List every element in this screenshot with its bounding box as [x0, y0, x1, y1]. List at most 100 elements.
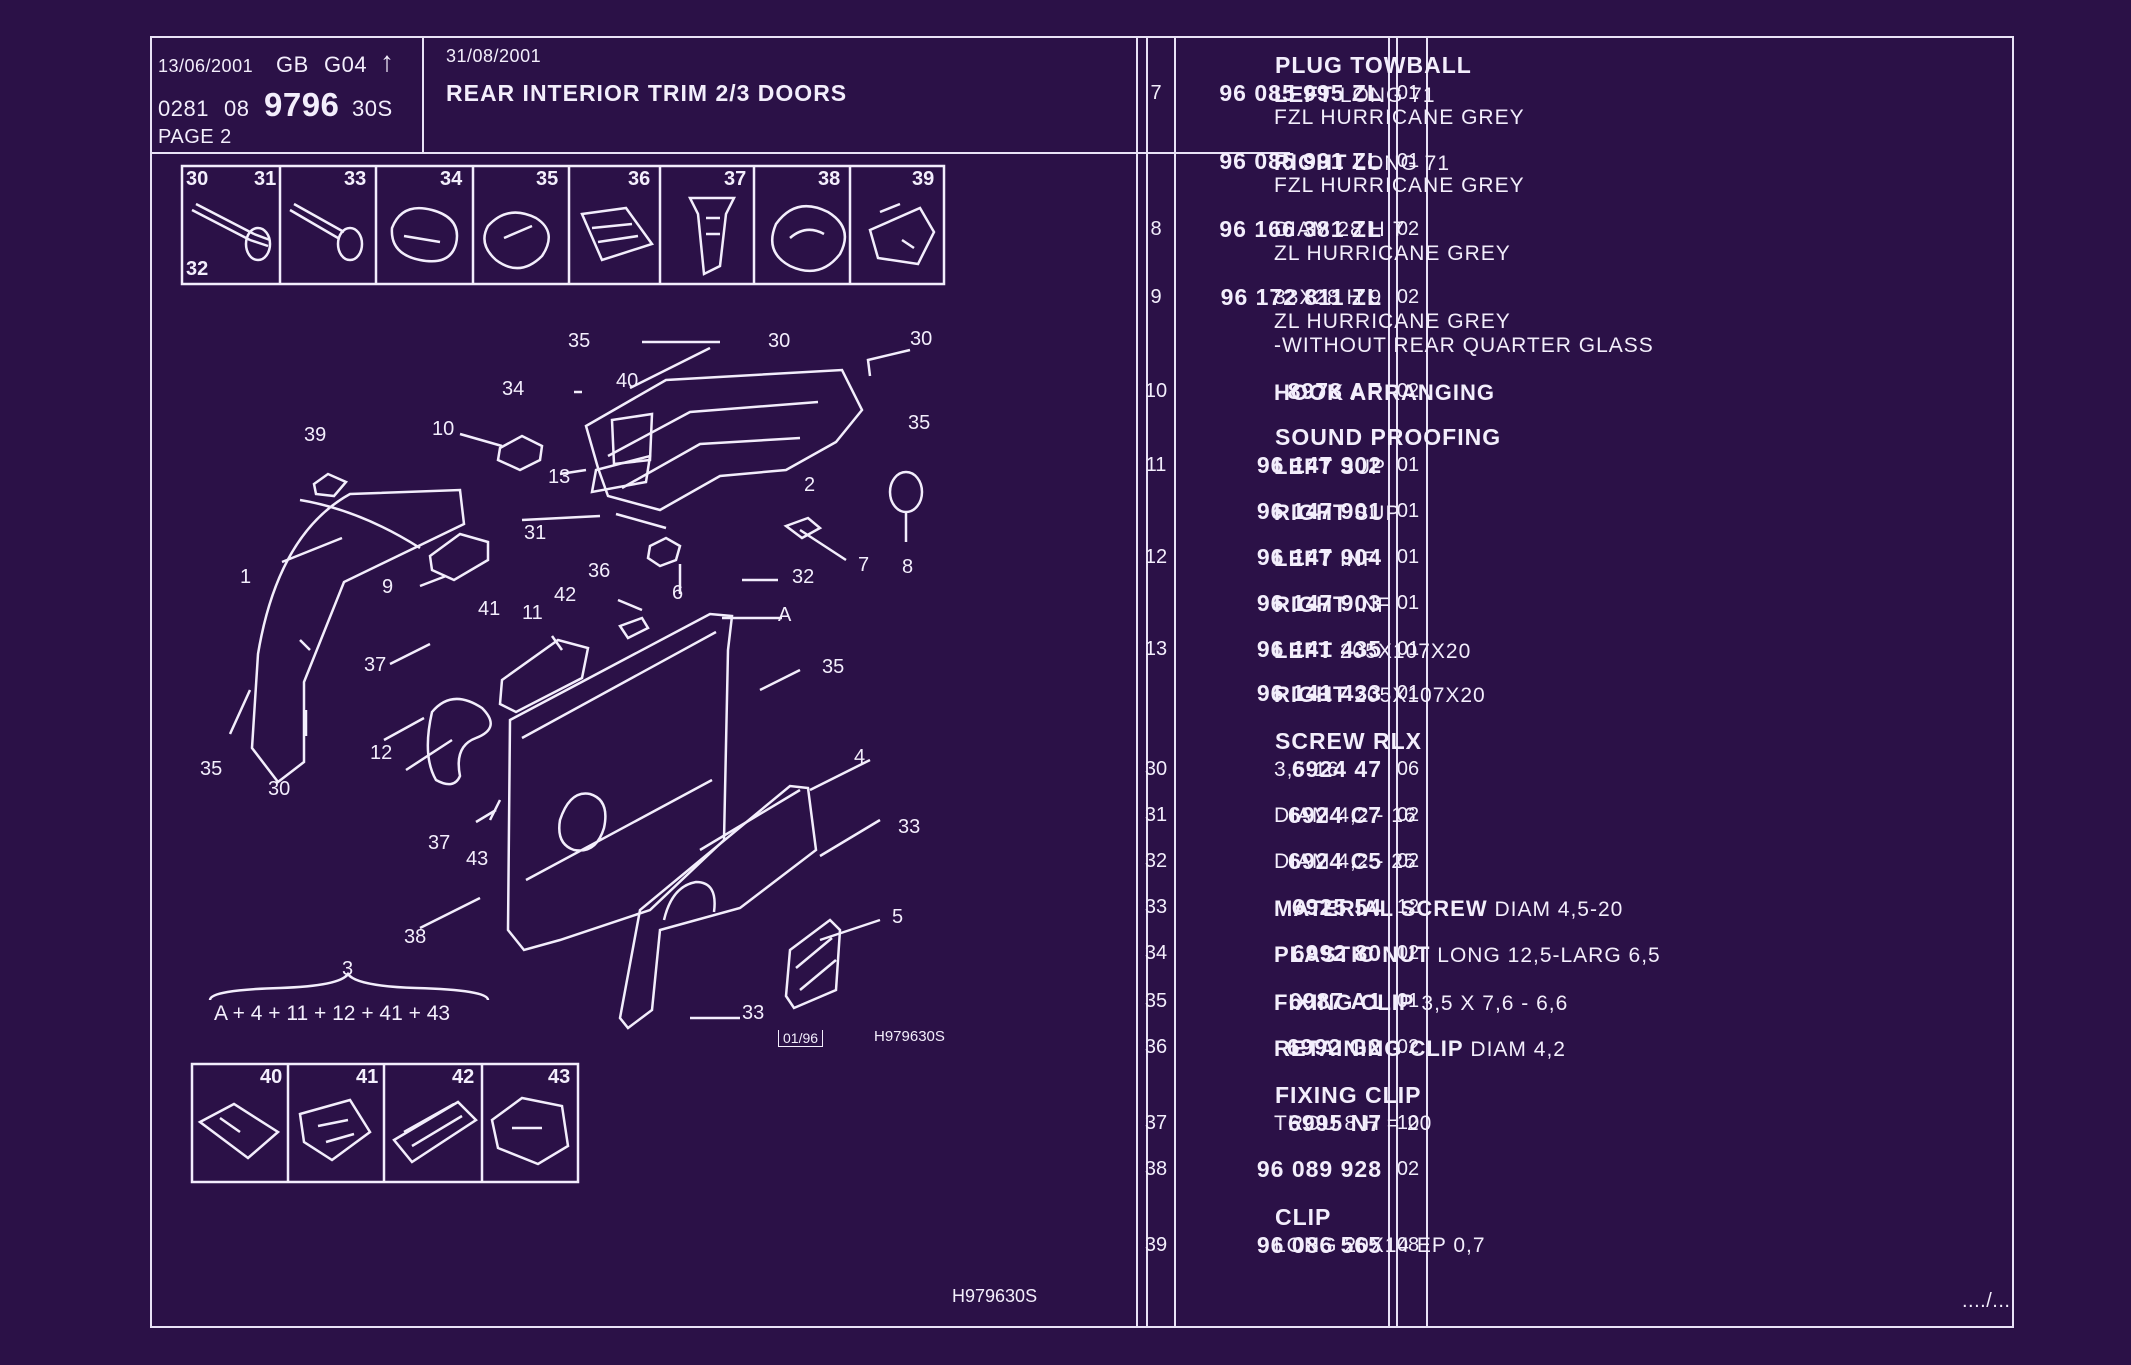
- part-description: LONG 20X14 EP 0,7: [1274, 1234, 1486, 1258]
- callout-37: 37: [428, 832, 451, 854]
- item-number: 36: [1144, 1036, 1168, 1058]
- description-detail: DIAM 4,2 - 25: [1274, 850, 1417, 873]
- description-detail: INF: [1347, 594, 1392, 617]
- item-number: 13: [1144, 638, 1168, 660]
- description-detail: DIAM 28 H 7: [1274, 218, 1406, 241]
- description-detail: DIAM 4,5-20: [1487, 898, 1624, 921]
- callout-35: 35: [908, 412, 931, 434]
- diagram-version: 01/96: [778, 1030, 824, 1047]
- section-heading: PLUG TOWBALL: [1275, 52, 1472, 78]
- description-detail: DIAM 4,2 - 16: [1274, 804, 1417, 827]
- quantity: 02: [1396, 1158, 1420, 1180]
- part-reference: 6924 C5: [1288, 848, 1382, 874]
- item-number: 10: [1144, 380, 1168, 402]
- language-code: GB: [276, 52, 309, 77]
- callout-3: 3: [342, 958, 354, 980]
- item-number: 39: [1144, 1234, 1168, 1256]
- item-number: 35: [1144, 990, 1168, 1012]
- diagram-ref: H979630S: [874, 1028, 945, 1045]
- description-extra-line: FZL HURRICANE GREY: [1274, 106, 1525, 129]
- description-keyword: LEFT: [1274, 454, 1333, 479]
- callout-35: 35: [822, 656, 845, 678]
- item-number: 9: [1150, 286, 1162, 308]
- strip-label-34: 34: [440, 168, 463, 190]
- description-keyword: MATERIAL SCREW: [1274, 896, 1488, 921]
- part-reference: 8978 AF: [1287, 378, 1382, 404]
- part-description: LEFT LONG 71: [1274, 82, 1436, 108]
- revision-date: 31/08/2001: [446, 46, 542, 66]
- part-description: HOOK ARRANGING: [1274, 380, 1495, 406]
- callout-A: A: [778, 604, 792, 626]
- column-divider-4: [1388, 38, 1390, 1328]
- item-number: 12: [1144, 546, 1168, 568]
- column-divider-1: [1136, 38, 1138, 1328]
- strip-label-33: 33: [344, 168, 367, 190]
- part-description: FIXING CLIP 3,5 X 7,6 - 6,6: [1274, 990, 1568, 1016]
- callout-30: 30: [268, 778, 291, 800]
- part-reference: 6992 80: [1291, 940, 1382, 966]
- part-reference: 96 147 904: [1256, 544, 1382, 570]
- part-description: RIGHT 205X107X20: [1274, 682, 1486, 708]
- part-description: DIAM 4,2 - 16: [1274, 804, 1417, 828]
- description-detail: SUP: [1347, 502, 1401, 525]
- callout-34: 34: [502, 378, 525, 400]
- quantity: 02: [1396, 286, 1420, 308]
- description-keyword: RIGHT: [1274, 500, 1348, 525]
- description-keyword: PLASTIC NUT: [1274, 942, 1431, 967]
- part-description: PLASTIC NUT LONG 12,5-LARG 6,5: [1274, 942, 1661, 968]
- description-keyword: LEFT: [1274, 638, 1333, 663]
- callout-38: 38: [404, 926, 427, 948]
- part-reference: 6995 N7: [1288, 1110, 1382, 1136]
- column-divider-5: [1396, 38, 1398, 1328]
- quantity: 01: [1396, 500, 1420, 522]
- description-keyword: HOOK ARRANGING: [1274, 380, 1495, 405]
- description-detail: 3,5 X 7,6 - 6,6: [1414, 992, 1569, 1015]
- callout-5: 5: [892, 906, 904, 928]
- strip-label-40: 40: [260, 1066, 283, 1088]
- strip-label-38: 38: [818, 168, 841, 190]
- strip-label-43: 43: [548, 1066, 571, 1088]
- part-description: RETAINING CLIP DIAM 4,2: [1274, 1036, 1566, 1062]
- description-detail: LONG 71: [1333, 84, 1436, 107]
- strip-label-42: 42: [452, 1066, 475, 1088]
- column-divider-3: [1174, 38, 1176, 1328]
- description-detail: 3,5-16: [1274, 758, 1340, 781]
- callout-42: 42: [554, 584, 577, 606]
- description-detail: TROU 8 H = 20: [1274, 1112, 1433, 1135]
- print-date: 13/06/2001: [158, 56, 254, 76]
- description-keyword: RIGHT: [1274, 682, 1348, 707]
- callout-36: 36: [588, 560, 611, 582]
- part-reference: 96 085 995 ZL: [1219, 80, 1382, 106]
- description-detail: LONG 20X14 EP 0,7: [1274, 1234, 1486, 1257]
- callout-35: 35: [568, 330, 591, 352]
- column-divider-6: [1426, 38, 1428, 1328]
- callout-41: 41: [478, 598, 501, 620]
- footer-ref: H979630S: [952, 1286, 1038, 1306]
- callout-9: 9: [382, 576, 394, 598]
- part-reference: 96 147 902: [1256, 452, 1382, 478]
- quantity: 02: [1396, 1036, 1420, 1058]
- strip-label-31: 31: [254, 168, 277, 190]
- part-description: RIGHT SUP: [1274, 500, 1400, 526]
- quantity: 01: [1396, 990, 1420, 1012]
- page-title: REAR INTERIOR TRIM 2/3 DOORS: [446, 80, 848, 106]
- quantity: 01: [1396, 638, 1420, 660]
- header-left-box: [152, 38, 424, 154]
- part-description: LEFT SUP: [1274, 454, 1386, 480]
- part-reference: 96 089 928: [1256, 1156, 1382, 1182]
- item-number: 11: [1145, 454, 1167, 476]
- item-number: 30: [1144, 758, 1168, 780]
- code-c: 30S: [352, 96, 393, 121]
- item-number: 38: [1144, 1158, 1168, 1180]
- item-number: 7: [1150, 82, 1162, 104]
- callout-31: 31: [524, 522, 547, 544]
- section-heading: CLIP: [1275, 1204, 1332, 1230]
- callout-11: 11: [522, 602, 543, 624]
- part-reference: 6992 G2: [1286, 1034, 1382, 1060]
- description-extra-line: ZL HURRICANE GREY: [1274, 242, 1511, 265]
- code-a: 0281: [158, 96, 209, 121]
- callout-6: 6: [672, 582, 684, 604]
- continuation-mark: ..../...: [1962, 1290, 2011, 1312]
- callout-4: 4: [854, 746, 866, 768]
- description-keyword: RIGHT: [1274, 592, 1348, 617]
